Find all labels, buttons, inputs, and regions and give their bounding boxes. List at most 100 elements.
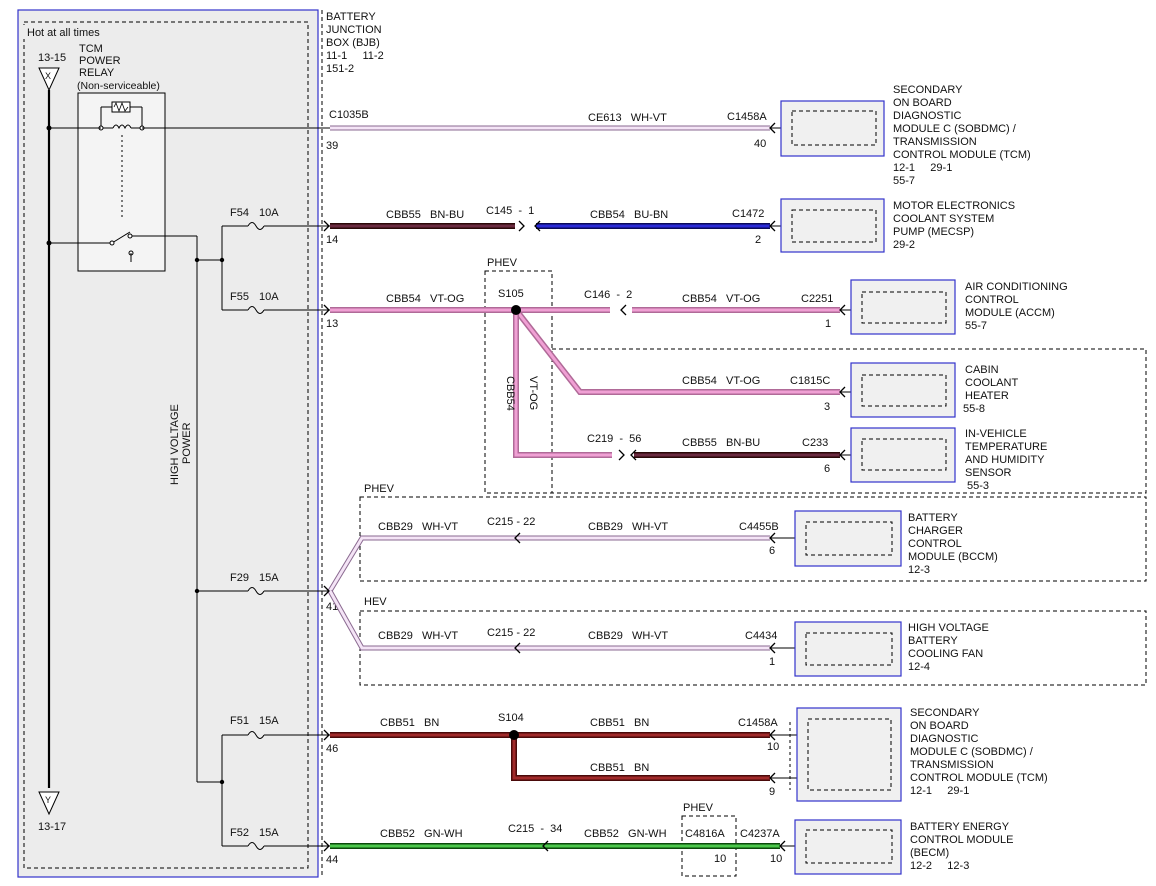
inline-connector-c219	[618, 449, 637, 461]
connector-k6: C4455B 6	[739, 521, 779, 557]
svg-text:CONTROL MODULE (TCM): CONTROL MODULE (TCM)	[893, 149, 1031, 161]
svg-text:10A: 10A	[259, 207, 279, 219]
svg-text:C233: C233	[802, 437, 828, 449]
wire-label-cbb29-b: CBB29 WH-VT	[588, 521, 668, 533]
svg-text:VT-OG: VT-OG	[527, 376, 539, 410]
svg-text:DIAGNOSTIC: DIAGNOSTIC	[910, 733, 979, 745]
fuse-f54: F54 10A	[222, 207, 330, 230]
svg-text:TCM: TCM	[79, 43, 103, 55]
module-label-sobdmc-bottom: SECONDARY ON BOARD DIAGNOSTIC MODULE C (…	[910, 707, 1048, 797]
wire-label-cbb55-sensor: CBB55 BN-BU	[682, 437, 760, 449]
module-mecsp	[780, 198, 885, 253]
hv-tap-3-node	[219, 779, 225, 785]
phev-group-3-label: PHEV	[683, 802, 714, 814]
module-temp-humidity-sensor	[850, 427, 956, 483]
svg-text:1: 1	[825, 318, 831, 330]
svg-text:C4434: C4434	[745, 630, 777, 642]
module-label-sobdmc-top: SECONDARY ON BOARD DIAGNOSTIC MODULE C (…	[893, 84, 1031, 187]
svg-text:COOLANT: COOLANT	[965, 377, 1018, 389]
module-label-bccm: BATTERY CHARGER CONTROL MODULE (BCCM) 12…	[908, 512, 998, 576]
module-sobdmc-top	[780, 100, 885, 157]
wire-label-cbb54-b: CBB54 VT-OG	[682, 293, 760, 305]
module-label-becm: BATTERY ENERGY CONTROL MODULE (BECM) 12-…	[910, 821, 1014, 872]
pin-44: 44	[326, 854, 338, 866]
svg-text:10: 10	[767, 741, 779, 753]
wire-label-cbb29-a: CBB29 WH-VT	[378, 521, 458, 533]
wire-cbb51-branch	[511, 735, 770, 781]
bjb-connector-c1035b: C1035B	[329, 109, 369, 121]
wire-label-cbb51-a: CBB51 BN	[380, 717, 439, 729]
svg-text:HIGH VOLTAGE: HIGH VOLTAGE	[908, 622, 989, 634]
svg-text:TRANSMISSION: TRANSMISSION	[893, 136, 977, 148]
svg-text:AIR CONDITIONING: AIR CONDITIONING	[965, 281, 1068, 293]
inline-connector-c215-22-a	[514, 532, 521, 544]
svg-text:HEATER: HEATER	[965, 390, 1009, 402]
wire-label-cbb54-a: CBB54 VT-OG	[386, 293, 464, 305]
svg-text:55-7: 55-7	[965, 320, 987, 332]
power-bottom-ref: 13-17	[38, 821, 66, 833]
hv-tap-1-node	[219, 257, 225, 263]
connector-k11: C4816A 10	[685, 828, 726, 865]
svg-text:CBB54: CBB54	[504, 376, 516, 411]
svg-text:6: 6	[769, 545, 775, 557]
wire-label-vertical-color: VT-OG	[527, 376, 539, 410]
svg-text:12-1 29-1: 12-1 29-1	[893, 162, 952, 174]
svg-text:MODULE (BCCM): MODULE (BCCM)	[908, 551, 998, 563]
svg-text:F54: F54	[230, 207, 249, 219]
wire-label-cbb52-b: CBB52 GN-WH	[584, 828, 667, 840]
wire-cbb29-bccm	[327, 535, 770, 593]
svg-text:C4237A: C4237A	[740, 828, 780, 840]
connector-k2: C1472 2	[732, 208, 764, 246]
svg-text:SECONDARY: SECONDARY	[910, 707, 980, 719]
svg-text:JUNCTION: JUNCTION	[326, 24, 382, 36]
svg-text:BATTERY: BATTERY	[908, 512, 958, 524]
svg-text:ON BOARD: ON BOARD	[910, 720, 969, 732]
connector-label-c219: C219 - 56	[587, 433, 641, 445]
wire-label-ce613: CE613 WH-VT	[588, 112, 667, 124]
svg-text:12-3: 12-3	[908, 564, 930, 576]
svg-text:CHARGER: CHARGER	[908, 525, 963, 537]
pin-13: 13	[326, 318, 338, 330]
splice-s104-label: S104	[498, 712, 524, 724]
module-label-accm: AIR CONDITIONING CONTROL MODULE (ACCM) 5…	[965, 281, 1068, 332]
svg-text:55-8: 55-8	[963, 403, 985, 415]
relay-coil-icon	[98, 101, 145, 218]
splice-s104	[509, 730, 519, 740]
module-label-hv-cooling-fan: HIGH VOLTAGE BATTERY COOLING FAN 12-4	[908, 622, 989, 673]
splice-s105	[511, 305, 521, 315]
svg-text:BATTERY: BATTERY	[908, 635, 958, 647]
svg-text:15A: 15A	[259, 715, 279, 727]
module-accm	[850, 279, 956, 335]
svg-text:BATTERY: BATTERY	[326, 11, 376, 23]
connector-k5: C233 6	[802, 437, 830, 475]
svg-text:C1458A: C1458A	[727, 111, 767, 123]
svg-text:MODULE C (SOBDMC) /: MODULE C (SOBDMC) /	[893, 123, 1017, 135]
svg-text:COOLANT SYSTEM: COOLANT SYSTEM	[893, 213, 994, 225]
module-hv-cooling-fan	[794, 621, 902, 677]
svg-text:TRANSMISSION: TRANSMISSION	[910, 759, 994, 771]
bjb-title: BATTERY JUNCTION BOX (BJB) 11-1 11-2 151…	[326, 11, 384, 75]
svg-text:MODULE (ACCM): MODULE (ACCM)	[965, 307, 1055, 319]
inline-connector-c215-22-b	[514, 642, 521, 654]
phev-group-2-label: PHEV	[364, 483, 395, 495]
module-label-temp-humidity: IN-VEHICLE TEMPERATURE AND HUMIDITY SENS…	[965, 428, 1047, 492]
svg-text:C4816A: C4816A	[685, 828, 725, 840]
svg-text:PUMP (MECSP): PUMP (MECSP)	[893, 226, 974, 238]
svg-text:SENSOR: SENSOR	[965, 467, 1012, 479]
wire-cbb54-heater	[513, 308, 840, 395]
connector-label-c146: C146 - 2	[584, 289, 632, 301]
connector-label-c145: C145 - 1	[486, 205, 534, 217]
wire-label-cbb51-c: CBB51 BN	[590, 762, 649, 774]
wire-label-cbb29-d: CBB29 WH-VT	[588, 630, 668, 642]
connector-k4: C1815C 3	[790, 375, 830, 413]
svg-text:BATTERY ENERGY: BATTERY ENERGY	[910, 821, 1010, 833]
hot-label-bg	[20, 25, 110, 39]
fuse-f55: F55 10A	[222, 291, 330, 314]
module-sobdmc-bottom	[789, 707, 902, 802]
svg-text:X: X	[45, 71, 51, 81]
svg-text:C1458A: C1458A	[738, 717, 778, 729]
connector-k3: C2251 1	[801, 293, 833, 330]
svg-text:40: 40	[754, 138, 766, 150]
wire-label-cbb29-c: CBB29 WH-VT	[378, 630, 458, 642]
svg-text:F29: F29	[230, 572, 249, 584]
